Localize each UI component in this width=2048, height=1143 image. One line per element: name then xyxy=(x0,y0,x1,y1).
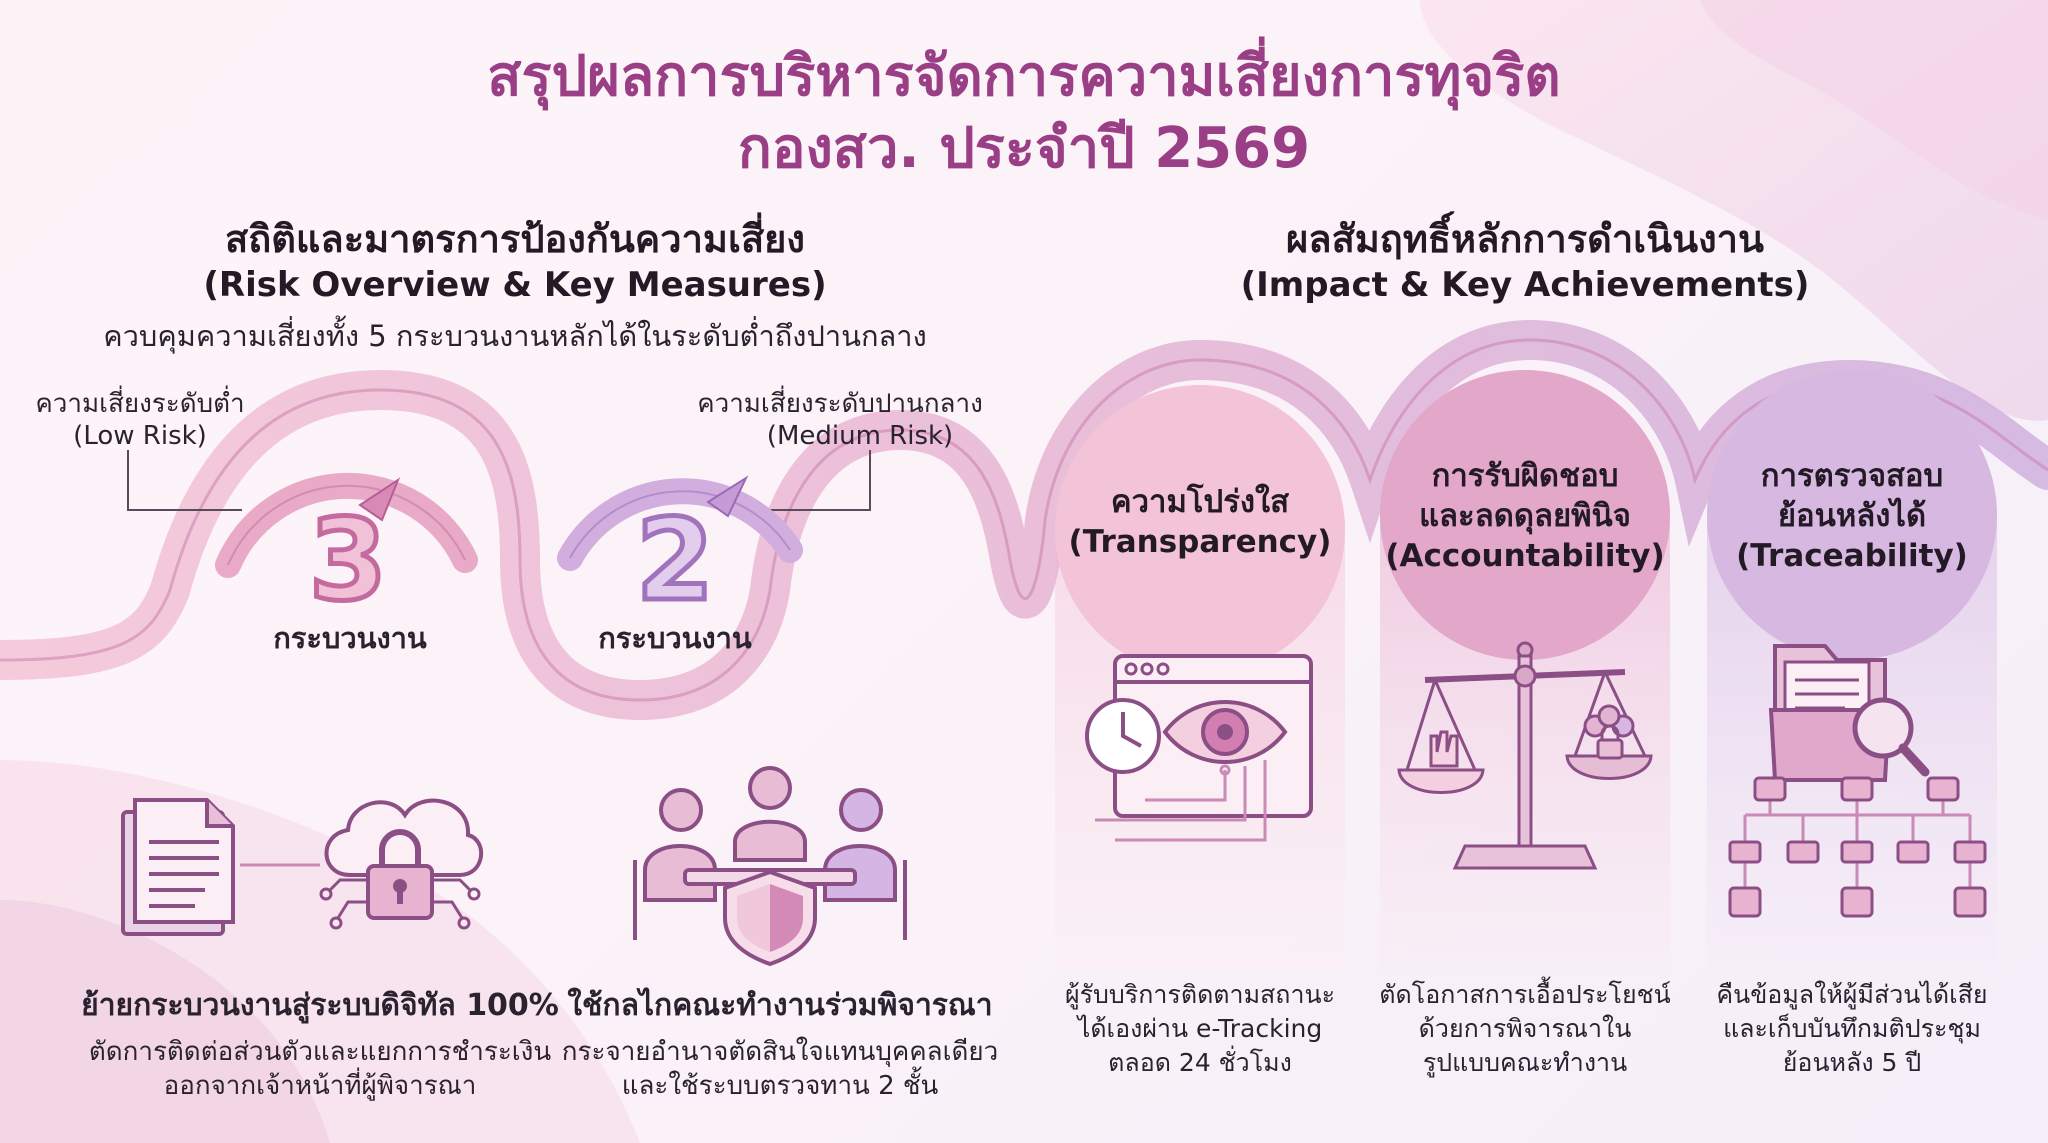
pillar-accountability-desc-3: รูปแบบคณะทำงาน xyxy=(1422,1048,1628,1077)
committee-shield-icon xyxy=(633,766,907,967)
gauge-medium-label-en: (Medium Risk) xyxy=(766,421,954,451)
pillar-accountability-desc-1: ตัดโอกาสการเอื้อประโยชน์ xyxy=(1379,980,1671,1009)
gauge-low-label-th: ความเสี่ยงระดับต่ำ xyxy=(35,389,245,419)
pillar-traceability-title-2: ย้อนหลังได้ xyxy=(1777,498,1927,534)
document-icon xyxy=(121,798,235,936)
connector-line xyxy=(240,863,320,867)
measure-1-title: ย้ายกระบวนงานสู่ระบบดิจิทัล 100% xyxy=(81,988,559,1023)
measure-2-desc-1: กระจายอำนาจตัดสินใจแทนบุคคลเดียว xyxy=(561,1037,999,1067)
pillar-traceability-desc-1: คืนข้อมูลให้ผู้มีส่วนได้เสีย xyxy=(1716,980,1988,1009)
gauge-medium-value: 2 xyxy=(634,496,717,626)
pillar-transparency-desc-1: ผู้รับบริการติดตามสถานะ xyxy=(1064,980,1336,1009)
pillar-transparency-title-2: (Transparency) xyxy=(1068,524,1332,560)
scales-icon xyxy=(1397,641,1653,870)
cloud-lock-icon xyxy=(319,798,484,930)
gauge-medium-unit: กระบวนงาน xyxy=(598,621,752,655)
pillar-accountability-title-2: และลดดุลยพินิจ xyxy=(1419,498,1631,534)
measure-2-title: ใช้กลไกคณะทำงานร่วมพิจารณา xyxy=(567,988,993,1023)
gauge-low-unit: กระบวนงาน xyxy=(273,621,427,655)
measure-2-desc-2: และใช้ระบบตรวจทาน 2 ชั้น xyxy=(621,1071,939,1101)
pillar-accountability-desc-2: ด้วยการพิจารณาใน xyxy=(1418,1014,1632,1043)
right-heading-th: ผลสัมฤทธิ์หลักการดำเนินงาน xyxy=(1286,217,1764,261)
folder-search-network-icon xyxy=(1728,644,1987,918)
left-heading-th: สถิติและมาตรการป้องกันความเสี่ยง xyxy=(225,217,805,261)
pillar-accountability-title-1: การรับผิดชอบ xyxy=(1431,458,1619,494)
gauge-medium-label-th: ความเสี่ยงระดับปานกลาง xyxy=(697,389,983,419)
left-heading-en: (Risk Overview & Key Measures) xyxy=(203,265,827,305)
gauge-low-label-en: (Low Risk) xyxy=(73,421,207,451)
pillar-transparency-desc-3: ตลอด 24 ชั่วโมง xyxy=(1108,1048,1292,1077)
pillar-traceability-desc-3: ย้อนหลัง 5 ปี xyxy=(1782,1048,1922,1077)
pillar-traceability-title-3: (Traceability) xyxy=(1736,538,1968,574)
pillar-traceability-title-1: การตรวจสอบ xyxy=(1760,458,1944,494)
pillar-traceability-desc-2: และเก็บบันทึกมติประชุม xyxy=(1723,1014,1981,1043)
eye-clock-browser-icon xyxy=(1085,654,1313,842)
pillar-transparency-desc-2: ได้เองผ่าน e-Tracking xyxy=(1077,1014,1323,1043)
gauge-medium xyxy=(557,450,871,571)
page-title: สรุปผลการบริหารจัดการความเสี่ยงการทุจริต xyxy=(487,44,1561,109)
gauge-low-value: 3 xyxy=(307,496,390,626)
right-heading-en: (Impact & Key Achievements) xyxy=(1240,265,1810,305)
pillar-accountability-title-3: (Accountability) xyxy=(1385,538,1665,574)
page-subtitle: กองสว. ประจำปี 2569 xyxy=(737,116,1311,181)
measure-1-desc-2: ออกจากเจ้าหน้าที่ผู้พิจารณา xyxy=(163,1071,477,1101)
pillar-transparency-title-1: ความโปร่งใส xyxy=(1110,484,1290,520)
gauge-low xyxy=(127,450,478,578)
left-summary: ควบคุมความเสี่ยงทั้ง 5 กระบวนงานหลักได้ใ… xyxy=(103,319,927,353)
measure-1-desc-1: ตัดการติดต่อส่วนตัวและแยกการชำระเงิน xyxy=(88,1037,552,1067)
